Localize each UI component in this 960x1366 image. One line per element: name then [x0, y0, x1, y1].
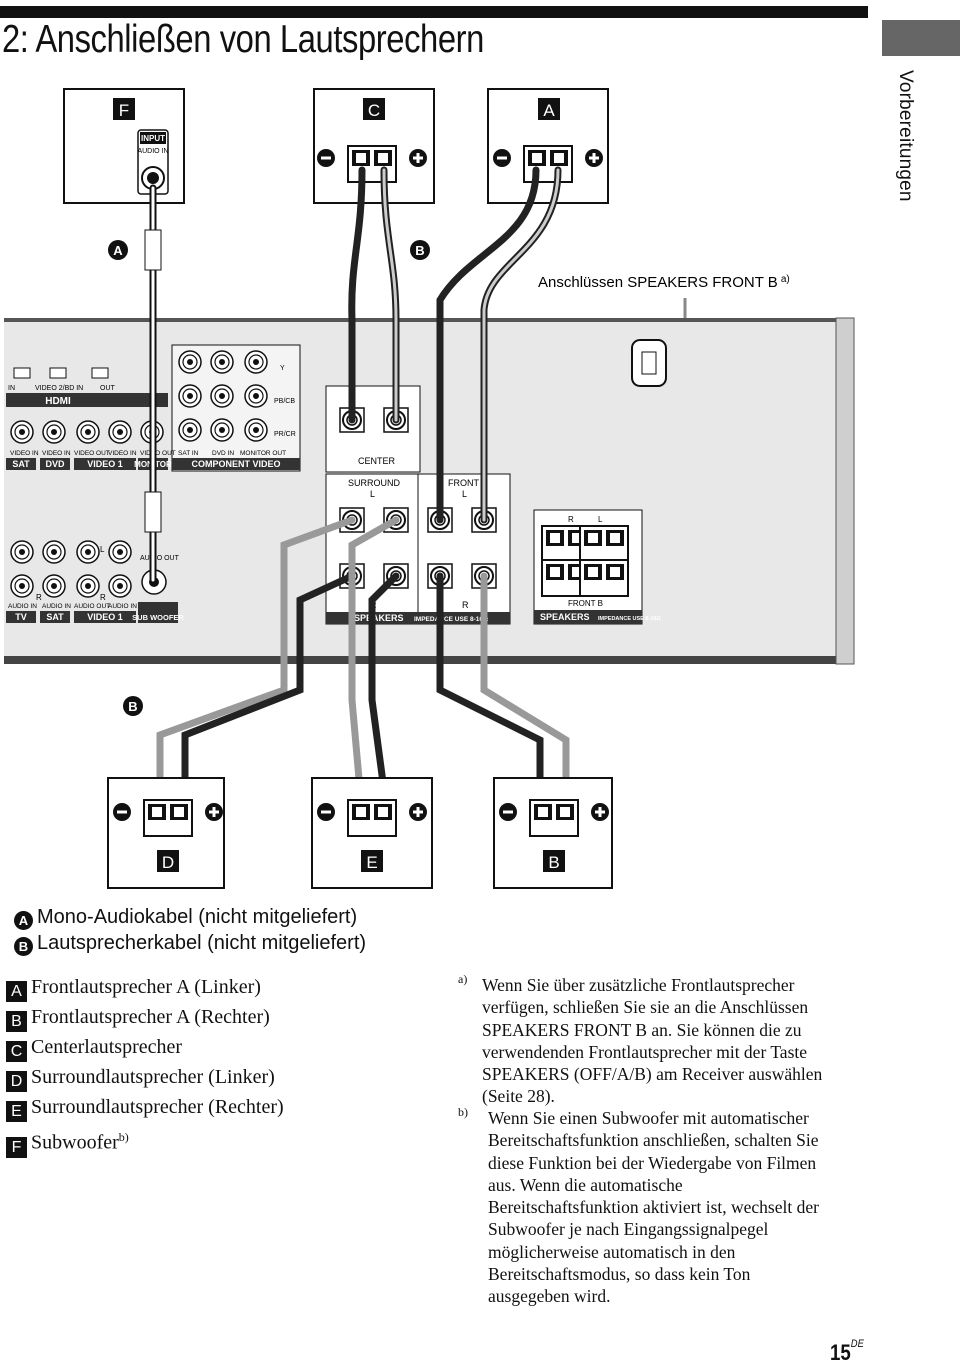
receiver-panel: IN VIDEO 2/BD IN OUT HDMI Y PB/CB PR/CR … — [4, 317, 855, 665]
svg-text:VIDEO IN: VIDEO IN — [42, 450, 71, 457]
svg-text:AUDIO IN: AUDIO IN — [42, 603, 71, 610]
svg-text:A: A — [543, 101, 555, 120]
speaker-box-D: D — [107, 777, 225, 889]
svg-text:AUDIO IN: AUDIO IN — [8, 603, 37, 610]
svg-text:L: L — [370, 489, 375, 499]
svg-text:PR/CR: PR/CR — [274, 431, 296, 438]
speaker-box-E: E — [311, 777, 433, 889]
svg-text:Y: Y — [280, 365, 285, 372]
svg-text:L: L — [462, 489, 467, 499]
svg-text:HDMI: HDMI — [45, 396, 71, 407]
svg-text:FRONT A: FRONT A — [448, 478, 487, 488]
svg-text:R: R — [100, 593, 106, 602]
svg-text:AUDIO OUT: AUDIO OUT — [74, 603, 110, 610]
svg-text:AUDIO IN: AUDIO IN — [108, 603, 137, 610]
connection-diagram: F INPUT AUDIO IN C A A B B Anschlüssen S… — [4, 88, 855, 889]
svg-text:A: A — [113, 243, 123, 258]
svg-text:VIDEO IN: VIDEO IN — [108, 450, 137, 457]
svg-text:R: R — [568, 515, 574, 524]
svg-text:L: L — [598, 515, 603, 524]
svg-text:DVD IN: DVD IN — [212, 450, 234, 457]
svg-text:R: R — [36, 593, 42, 602]
marker-B-top — [410, 240, 430, 260]
svg-text:SAT IN: SAT IN — [178, 450, 199, 457]
svg-text:SPEAKERS: SPEAKERS — [540, 612, 590, 622]
section-label: Vorbereitungen — [895, 70, 916, 202]
svg-text:DVD: DVD — [45, 459, 65, 469]
speaker-box-A: A — [487, 88, 609, 204]
svg-text:PB/CB: PB/CB — [274, 398, 295, 405]
svg-text:VIDEO 2/BD IN: VIDEO 2/BD IN — [35, 385, 83, 392]
svg-text:L: L — [100, 545, 105, 554]
svg-text:E: E — [366, 853, 377, 872]
svg-text:AUDIO IN: AUDIO IN — [137, 148, 168, 155]
svg-text:R: R — [462, 600, 469, 610]
svg-text:VIDEO 1: VIDEO 1 — [87, 612, 123, 622]
svg-text:VIDEO IN: VIDEO IN — [10, 450, 39, 457]
svg-text:OUT: OUT — [100, 385, 116, 392]
footnote-mark-a: a) — [458, 972, 468, 986]
marker-B-bottom — [123, 696, 143, 716]
svg-text:B: B — [415, 243, 424, 258]
section-tab — [882, 20, 960, 56]
footnote-mark-b: b) — [458, 1105, 468, 1119]
svg-text:VIDEO 1: VIDEO 1 — [87, 459, 123, 469]
svg-text:SAT: SAT — [46, 612, 64, 622]
page-title: 2: Anschließen von Lautsprechern — [2, 18, 484, 61]
svg-text:SURROUND: SURROUND — [348, 478, 401, 488]
svg-text:D: D — [162, 853, 174, 872]
svg-text:FRONT B: FRONT B — [568, 599, 603, 608]
svg-text:AUDIO OUT: AUDIO OUT — [140, 555, 180, 562]
page-number: 15DE — [830, 1338, 864, 1365]
speaker-letter: F — [119, 101, 129, 120]
svg-text:C: C — [368, 101, 380, 120]
svg-text:CENTER: CENTER — [358, 456, 396, 466]
svg-text:SAT: SAT — [12, 459, 30, 469]
speaker-box-B: B — [493, 777, 613, 889]
svg-text:VIDEO OUT: VIDEO OUT — [140, 450, 176, 457]
svg-text:IMPEDANCE USE 8-16Ω: IMPEDANCE USE 8-16Ω — [414, 616, 488, 623]
svg-text:VIDEO OUT: VIDEO OUT — [74, 450, 110, 457]
svg-text:SPEAKERS: SPEAKERS — [354, 613, 404, 623]
footnote-b: Wenn Sie einen Subwoofer mit automatisch… — [488, 1108, 819, 1307]
svg-text:B: B — [548, 853, 559, 872]
cables — [144, 166, 570, 794]
svg-text:MONITOR OUT: MONITOR OUT — [240, 450, 286, 457]
svg-text:SUB WOOFER: SUB WOOFER — [132, 613, 184, 622]
header-rule — [0, 6, 868, 18]
speaker-box-C: C — [313, 88, 435, 204]
svg-text:TV: TV — [15, 612, 27, 622]
speaker-box-F: F INPUT AUDIO IN — [63, 88, 185, 204]
svg-text:COMPONENT VIDEO: COMPONENT VIDEO — [191, 459, 280, 469]
marker-A — [108, 240, 128, 260]
svg-text:IN: IN — [8, 385, 15, 392]
svg-text:B: B — [128, 699, 137, 714]
svg-text:IMPEDANCE USE 8-16Ω: IMPEDANCE USE 8-16Ω — [598, 616, 661, 622]
svg-text:INPUT: INPUT — [141, 134, 165, 143]
footnote-a: Wenn Sie über zusätzliche Frontlautsprec… — [482, 975, 823, 1107]
